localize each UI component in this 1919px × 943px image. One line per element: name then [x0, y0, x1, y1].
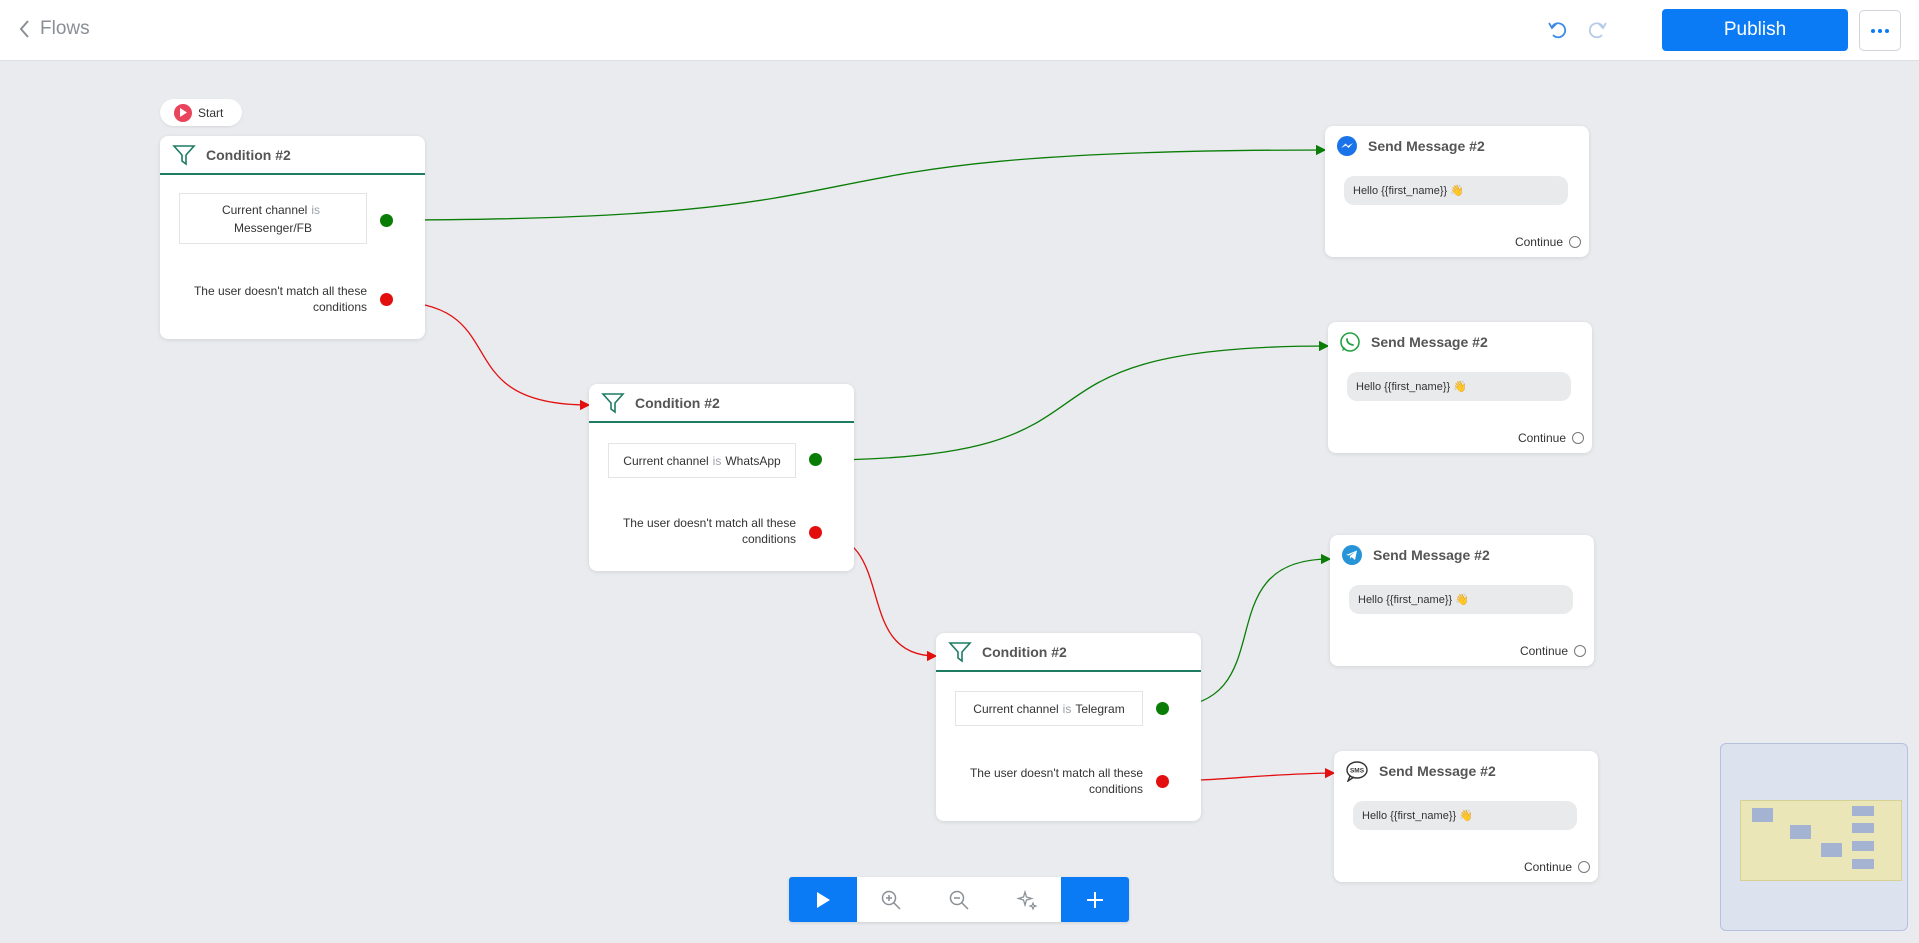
- rule-field: Current channel: [221, 202, 308, 217]
- play-button[interactable]: [789, 877, 857, 922]
- message-bubble[interactable]: Hello {{first_name}} 👋: [1349, 585, 1573, 614]
- continue-port[interactable]: Continue: [1515, 235, 1581, 249]
- message-bubble[interactable]: Hello {{first_name}} 👋: [1344, 176, 1568, 205]
- more-options-button[interactable]: [1859, 10, 1901, 51]
- success-port[interactable]: [809, 453, 822, 466]
- continue-label: Continue: [1519, 644, 1568, 658]
- undo-icon[interactable]: [1546, 18, 1570, 42]
- filter-icon: [948, 641, 972, 663]
- top-bar: Flows Publish: [0, 0, 1919, 61]
- zoom-out-icon: [949, 890, 969, 910]
- back-to-flows-link[interactable]: Flows: [18, 18, 90, 40]
- zoom-out-button[interactable]: [925, 877, 993, 922]
- rule-value: WhatsApp: [725, 453, 781, 468]
- back-label: Flows: [40, 18, 90, 39]
- condition-title: Condition #2: [635, 394, 720, 411]
- auto-layout-button[interactable]: [993, 877, 1061, 922]
- sms-icon: SMS: [1346, 760, 1368, 782]
- continue-label: Continue: [1514, 235, 1563, 249]
- continue-label: Continue: [1517, 431, 1566, 445]
- chevron-left-icon: [19, 20, 29, 38]
- play-circle-icon: [174, 103, 192, 122]
- send-message-node[interactable]: Send Message #2 Hello {{first_name}} 👋 C…: [1330, 535, 1594, 666]
- message-title: Send Message #2: [1373, 546, 1490, 563]
- condition-title: Condition #2: [982, 643, 1067, 660]
- continue-connector[interactable]: [1572, 432, 1584, 444]
- fail-label: The user doesn't match all these conditi…: [193, 284, 367, 315]
- whatsapp-icon: [1340, 331, 1360, 352]
- send-message-node[interactable]: Send Message #2 Hello {{first_name}} 👋 C…: [1328, 322, 1592, 453]
- canvas-toolbar: [789, 877, 1129, 922]
- fail-port[interactable]: [809, 526, 822, 539]
- condition-title: Condition #2: [206, 146, 291, 163]
- fail-port[interactable]: [1156, 775, 1169, 788]
- rule-operator: is: [712, 453, 722, 468]
- rule-operator: is: [1062, 701, 1072, 716]
- messenger-icon: [1337, 135, 1357, 156]
- minimap-node: [1752, 808, 1773, 822]
- more-dots-icon: [1871, 28, 1889, 33]
- zoom-in-icon: [881, 890, 901, 910]
- plus-icon: [1087, 891, 1103, 908]
- filter-icon: [172, 144, 196, 166]
- message-title: Send Message #2: [1371, 333, 1488, 350]
- start-node[interactable]: Start: [160, 99, 242, 126]
- minimap-viewport[interactable]: [1740, 800, 1902, 881]
- message-title: Send Message #2: [1368, 137, 1485, 154]
- continue-port[interactable]: Continue: [1524, 860, 1590, 874]
- rule-field: Current channel: [973, 701, 1059, 716]
- fail-port[interactable]: [380, 293, 393, 306]
- add-node-button[interactable]: [1061, 877, 1129, 922]
- message-title: Send Message #2: [1379, 762, 1496, 779]
- continue-connector[interactable]: [1578, 861, 1590, 873]
- message-bubble[interactable]: Hello {{first_name}} 👋: [1347, 372, 1571, 401]
- edge-fail-1: [385, 300, 591, 411]
- minimap-node: [1790, 825, 1811, 839]
- message-bubble[interactable]: Hello {{first_name}} 👋: [1353, 801, 1577, 830]
- minimap[interactable]: [1720, 743, 1908, 931]
- continue-port[interactable]: Continue: [1520, 644, 1586, 658]
- edge-telegram: [1161, 553, 1332, 709]
- rule-value: Messenger/FB: [233, 220, 313, 235]
- success-port[interactable]: [1156, 702, 1169, 715]
- minimap-node: [1821, 843, 1842, 857]
- success-port[interactable]: [380, 214, 393, 227]
- redo-icon[interactable]: [1585, 18, 1609, 42]
- magic-layout-icon: [1016, 889, 1038, 911]
- send-message-node[interactable]: Send Message #2 Hello {{first_name}} 👋 C…: [1325, 126, 1589, 257]
- send-message-node[interactable]: SMS Send Message #2 Hello {{first_name}}…: [1334, 751, 1598, 882]
- edge-messenger: [385, 144, 1327, 221]
- fail-label: The user doesn't match all these conditi…: [622, 516, 796, 547]
- minimap-node: [1852, 859, 1874, 869]
- rule-value: Telegram: [1075, 701, 1125, 716]
- publish-button[interactable]: Publish: [1662, 9, 1848, 51]
- play-icon: [817, 891, 830, 908]
- rule-operator: is: [311, 202, 321, 217]
- continue-label: Continue: [1523, 860, 1572, 874]
- filter-icon: [601, 392, 625, 414]
- minimap-node: [1852, 823, 1874, 833]
- edge-whatsapp: [814, 340, 1330, 461]
- continue-connector[interactable]: [1574, 645, 1586, 657]
- rule-field: Current channel: [623, 453, 709, 468]
- telegram-icon: [1342, 544, 1362, 565]
- continue-port[interactable]: Continue: [1518, 431, 1584, 445]
- zoom-in-button[interactable]: [857, 877, 925, 922]
- minimap-node: [1852, 806, 1874, 816]
- continue-connector[interactable]: [1569, 236, 1581, 248]
- minimap-node: [1852, 841, 1874, 851]
- svg-text:SMS: SMS: [1350, 767, 1365, 774]
- start-label: Start: [198, 105, 224, 120]
- fail-label: The user doesn't match all these conditi…: [969, 766, 1143, 797]
